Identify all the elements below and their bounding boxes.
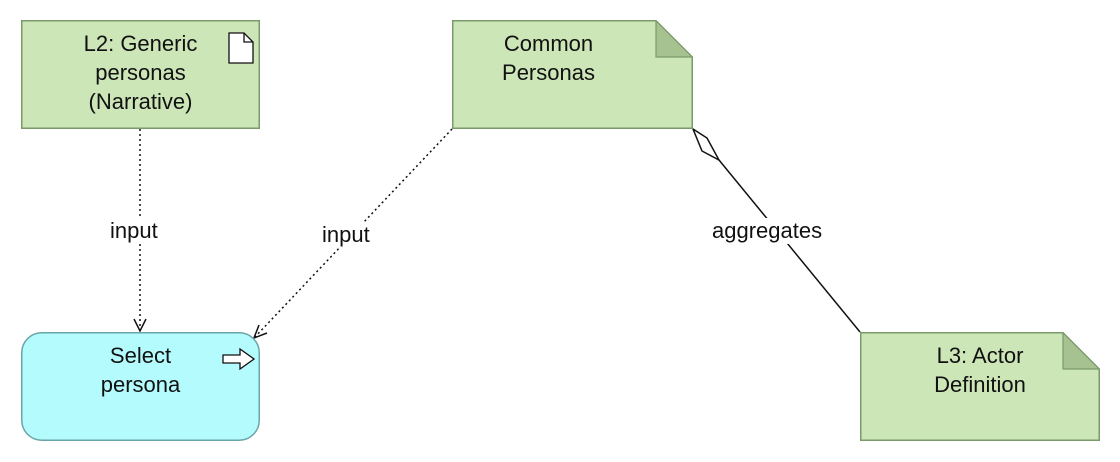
edge-arrowhead: [252, 324, 268, 340]
aggregation-diamond: [691, 127, 721, 162]
node-label: L3: Actor Definition: [934, 343, 1026, 397]
node-label: Select persona: [100, 343, 181, 397]
node-l2-generic-personas[interactable]: L2: Generic personas (Narrative): [21, 20, 260, 129]
node-label: Common Personas: [502, 31, 595, 85]
node-shape: [21, 20, 260, 129]
process-arrow-icon: [222, 348, 256, 370]
edge-label-input-1: input: [108, 218, 160, 244]
edge-aggregates[interactable]: [718, 159, 861, 333]
node-shape: [860, 332, 1100, 441]
node-shape: [452, 20, 693, 129]
node-select-persona[interactable]: Select persona: [21, 332, 260, 441]
node-l3-actor-definition[interactable]: L3: Actor Definition: [860, 332, 1100, 441]
edge-label-aggregates: aggregates: [710, 218, 825, 244]
document-icon: [228, 32, 254, 64]
node-shape: [21, 332, 260, 441]
edge-arrowhead: [133, 318, 147, 333]
node-label: L2: Generic personas (Narrative): [83, 31, 198, 114]
edge-label-input-2: input: [320, 222, 372, 248]
node-common-personas[interactable]: Common Personas: [452, 20, 693, 129]
